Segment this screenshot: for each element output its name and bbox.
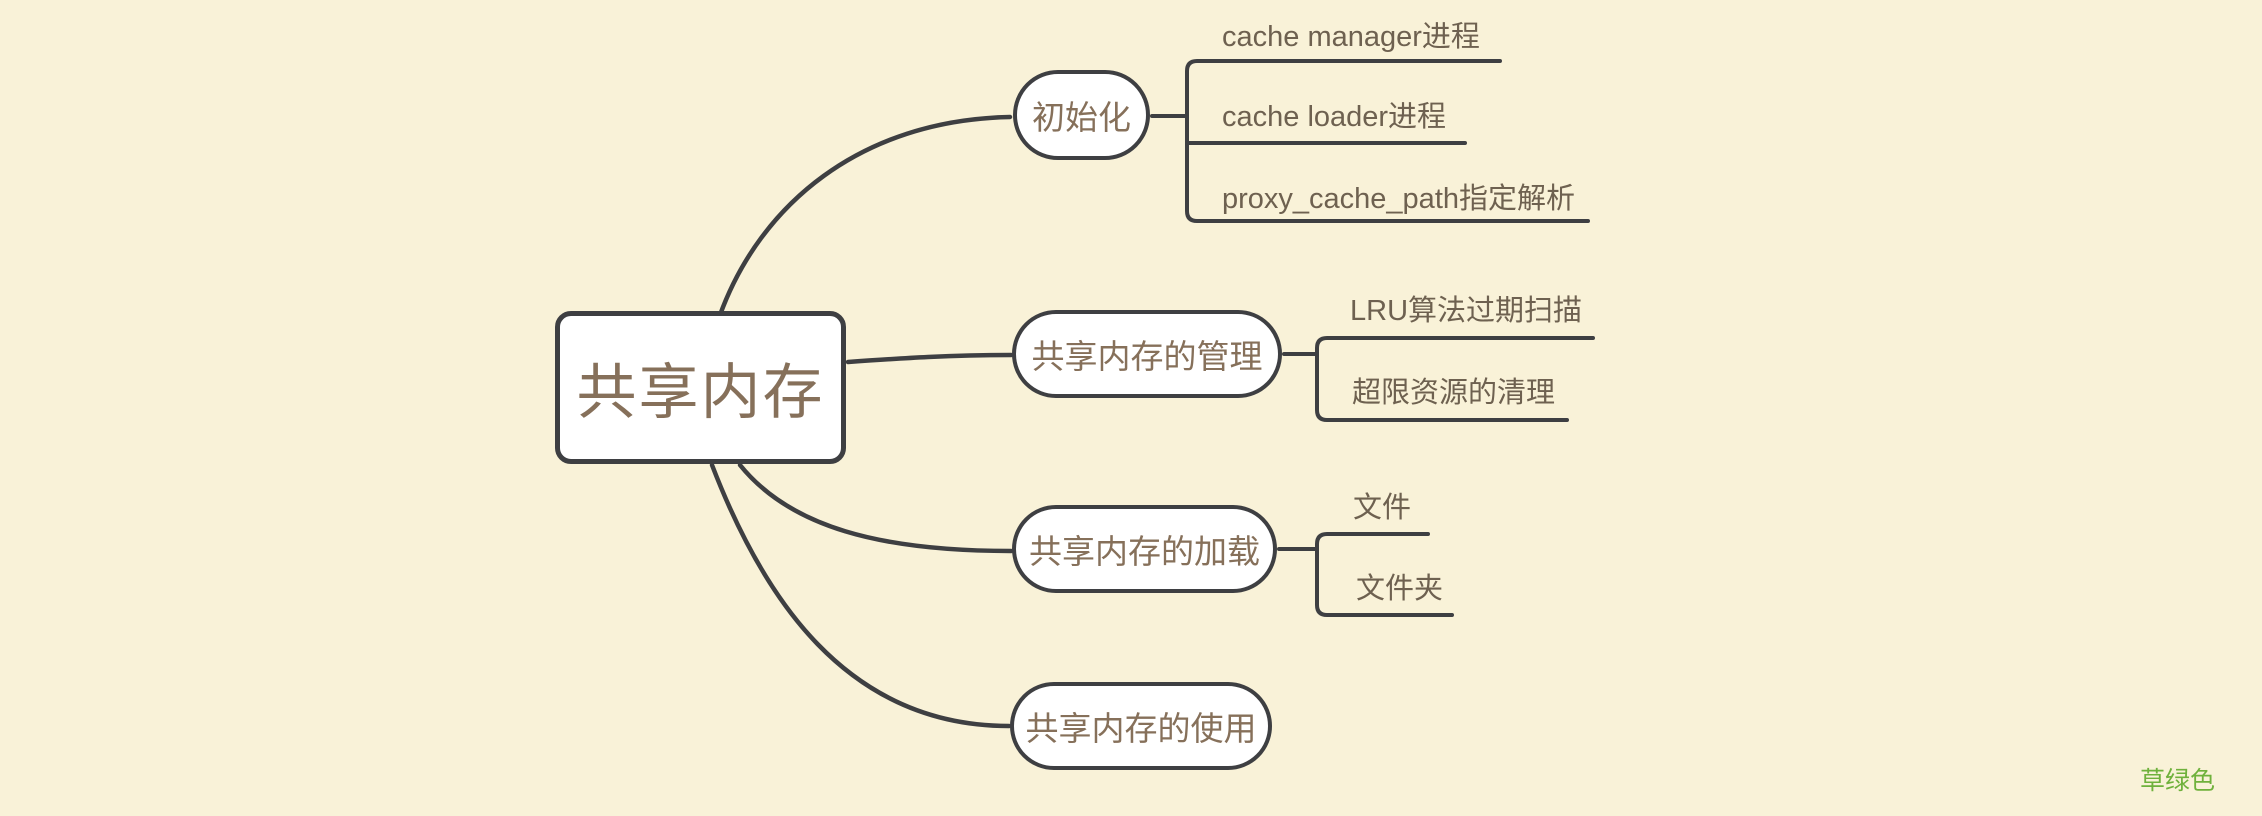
central-topic-shared-memory[interactable]: 共享内存 [555, 311, 846, 464]
leaf-topic-over-limit-cleanup[interactable]: 超限资源的清理 [1352, 377, 1556, 409]
link-root-to-load [737, 462, 1014, 554]
branch-load-children-bracket [1315, 532, 1454, 617]
leaf-topic-proxy-cache-path[interactable]: proxy_cache_path指定解析 [1222, 183, 1575, 215]
leaf-topic-cache-loader[interactable]: cache loader进程 [1222, 101, 1447, 133]
branch-topic-use[interactable]: 共享内存的使用 [1010, 682, 1272, 770]
branch-topic-manage-label: 共享内存的管理 [1031, 338, 1263, 375]
branch-topic-use-label: 共享内存的使用 [1025, 710, 1257, 747]
branch-topic-init[interactable]: 初始化 [1013, 70, 1150, 160]
leaf-topic-file[interactable]: 文件 [1353, 492, 1412, 524]
theme-name-watermark: 草绿色 [2140, 767, 2216, 795]
branch-manage-children-bracket [1315, 336, 1595, 422]
branch-topic-load[interactable]: 共享内存的加载 [1012, 505, 1277, 593]
branch-topic-init-label: 初始化 [1032, 99, 1131, 136]
leaf-topic-lru-scan[interactable]: LRU算法过期扫描 [1350, 295, 1583, 327]
branch-topic-load-label: 共享内存的加载 [1029, 533, 1260, 570]
central-topic-label: 共享内存 [576, 359, 825, 426]
leaf-topic-folder[interactable]: 文件夹 [1356, 573, 1444, 605]
link-root-to-manage [845, 352, 1014, 365]
link-root-to-use [709, 462, 1012, 729]
branch-topic-manage[interactable]: 共享内存的管理 [1012, 310, 1282, 398]
link-root-to-init [717, 114, 1013, 318]
leaf-topic-cache-manager[interactable]: cache manager进程 [1222, 21, 1480, 53]
